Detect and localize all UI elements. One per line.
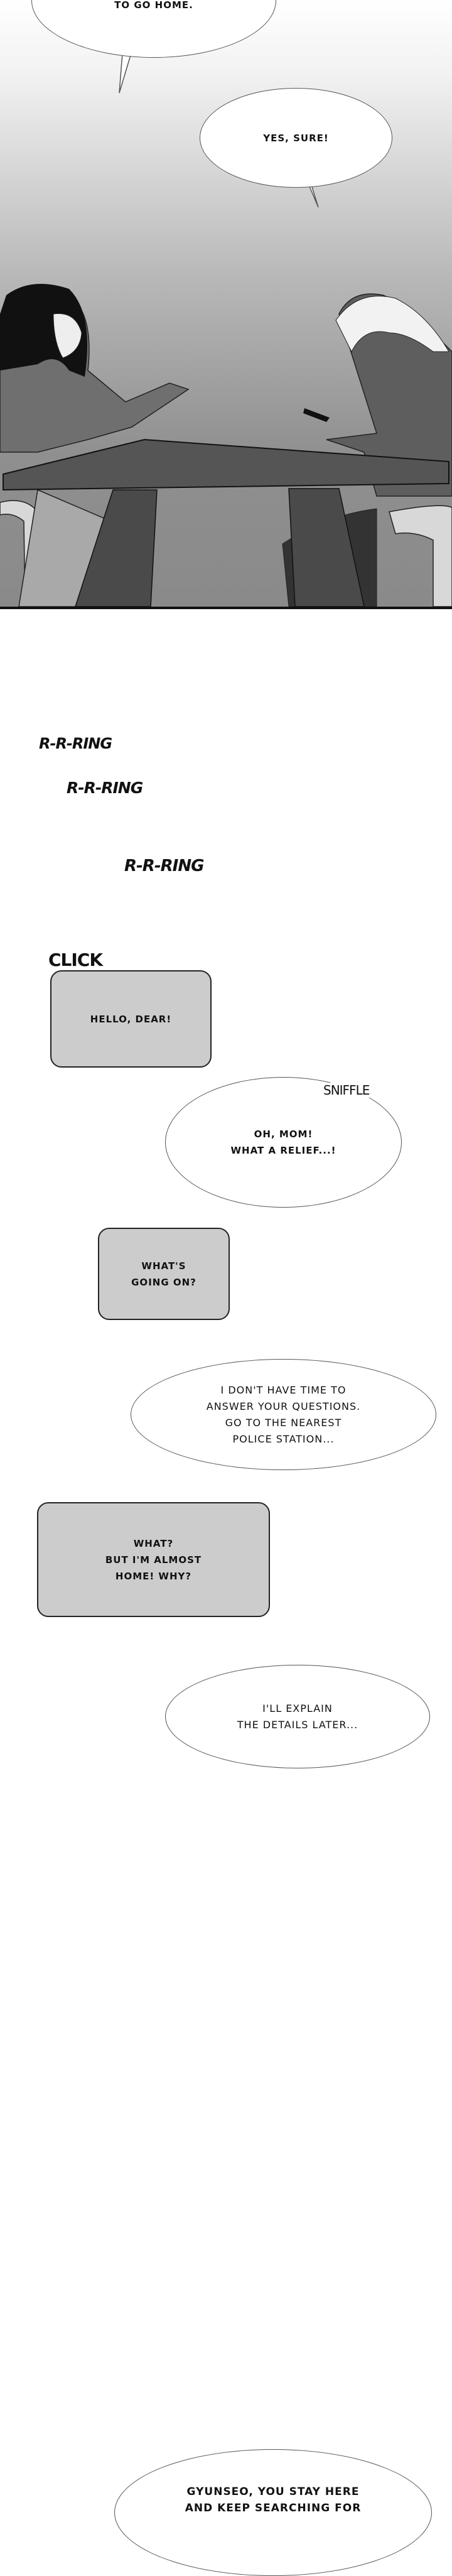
sfx-sniffle: SNIFFLE — [323, 1083, 370, 1098]
comic-panel-table-scene: TO GO HOME. YES, SURE! — [0, 0, 452, 609]
speech-bubble-gyunseo: GYUNSEO, YOU STAY HERE AND KEEP SEARCHIN… — [114, 2449, 432, 2576]
sfx-ring-3: R-R-RING — [124, 857, 204, 875]
speech-bubble-explain-later: I'LL EXPLAIN THE DETAILS LATER... — [165, 1665, 430, 1768]
bubble-text: GYUNSEO, YOU STAY HERE AND KEEP SEARCHIN… — [185, 2486, 362, 2514]
box-text: WHAT? BUT I'M ALMOST HOME! WHY? — [105, 1537, 202, 1582]
speech-bubble-yes-sure: YES, SURE! — [200, 88, 392, 188]
bubble-text: TO GO HOME. — [114, 0, 193, 11]
box-text: WHAT'S GOING ON? — [131, 1260, 196, 1288]
sfx-ring-1: R-R-RING — [39, 735, 112, 752]
scene-illustration — [0, 53, 452, 607]
speech-bubble-no-time: I DON'T HAVE TIME TO ANSWER YOUR QUESTIO… — [131, 1359, 436, 1470]
phone-box-almost-home: WHAT? BUT I'M ALMOST HOME! WHY? — [37, 1502, 270, 1617]
bubble-text: I DON'T HAVE TIME TO ANSWER YOUR QUESTIO… — [206, 1383, 361, 1445]
sfx-ring-2: R-R-RING — [67, 779, 143, 797]
sfx-click: CLICK — [48, 950, 103, 970]
bubble-text: YES, SURE! — [263, 132, 329, 144]
box-text: HELLO, DEAR! — [90, 1013, 172, 1025]
bubble-text: OH, MOM! WHAT A RELIEF...! — [230, 1128, 336, 1156]
speech-bubble-oh-mom: OH, MOM! WHAT A RELIEF...! — [165, 1077, 402, 1208]
phone-box-hello-dear: HELLO, DEAR! — [50, 970, 212, 1068]
bubble-text: I'LL EXPLAIN THE DETAILS LATER... — [237, 1702, 358, 1731]
phone-box-whats-going-on: WHAT'S GOING ON? — [98, 1228, 230, 1320]
